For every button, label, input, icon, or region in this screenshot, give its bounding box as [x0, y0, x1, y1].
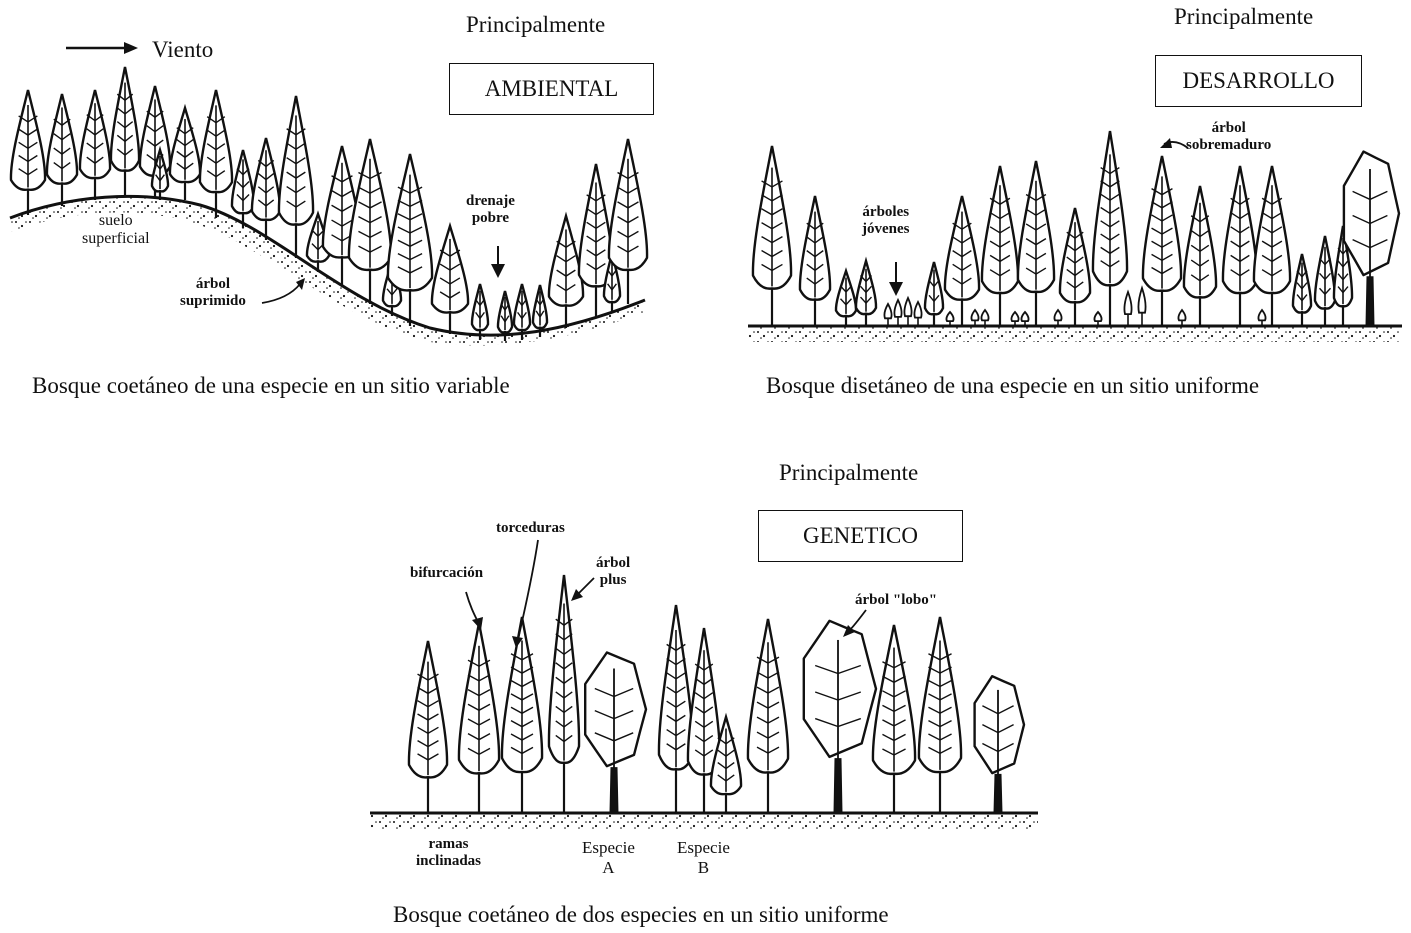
bifurcacion-label: bifurcación	[410, 565, 483, 582]
conifer-tree	[432, 226, 468, 334]
ambiental-heading: Principalmente	[466, 12, 605, 38]
especie-a-label: Especie A	[582, 838, 635, 877]
suelo-superficial-label: suelo superficial	[82, 212, 150, 249]
conifer-tree	[549, 575, 579, 813]
ramas-inclinadas-label: ramas inclinadas	[416, 836, 481, 871]
conifer-tree	[1018, 161, 1054, 326]
genetico-trees	[409, 575, 1024, 813]
arbol-plus-label: árbol plus	[596, 555, 630, 590]
genetico-caption: Bosque coetáneo de dos especies en un si…	[393, 902, 889, 928]
seedling	[1094, 312, 1101, 326]
conifer-tree	[409, 641, 447, 813]
seedling	[1021, 312, 1028, 326]
conifer-tree	[252, 138, 280, 240]
arboles-jovenes-label: árboles jóvenes	[862, 204, 910, 239]
conifer-tree	[349, 139, 391, 304]
conifer-tree	[170, 108, 200, 200]
broadleaf-tree	[585, 653, 646, 814]
conifer-tree	[1223, 166, 1257, 326]
broadleaf-tree	[804, 621, 876, 813]
genetico-ground	[370, 813, 1038, 831]
conifer-tree	[982, 166, 1018, 326]
seedling	[1054, 310, 1061, 326]
conifer-tree	[459, 623, 499, 813]
conifer-tree	[1184, 186, 1216, 326]
conifer-tree	[200, 90, 232, 218]
conifer-tree	[800, 196, 830, 326]
conifer-tree	[873, 625, 915, 813]
conifer-tree	[1143, 156, 1181, 326]
wind-label: Viento	[152, 37, 213, 63]
desarrollo-trees	[753, 131, 1399, 326]
conifer-tree	[836, 271, 856, 326]
conifer-tree	[919, 617, 961, 813]
seedling	[884, 304, 891, 326]
broadleaf-tree	[975, 676, 1024, 813]
desarrollo-ground	[748, 326, 1402, 342]
conifer-tree	[856, 261, 876, 326]
seedling	[904, 298, 911, 326]
seedling	[981, 310, 988, 326]
conifer-tree	[1254, 166, 1290, 326]
conifer-tree	[659, 605, 693, 813]
seedling	[1138, 288, 1145, 326]
seedling	[946, 312, 953, 326]
conifer-tree	[47, 94, 77, 206]
conifer-tree	[1093, 131, 1127, 326]
genetico-factor-box: GENETICO	[758, 510, 963, 562]
conifer-tree	[11, 90, 45, 215]
conifer-tree	[945, 196, 979, 326]
conifer-tree	[925, 262, 943, 326]
genetico-heading: Principalmente	[779, 460, 918, 486]
conifer-tree	[1060, 208, 1090, 326]
arbol-lobo-label: árbol "lobo"	[855, 592, 937, 609]
desarrollo-heading: Principalmente	[1174, 4, 1313, 30]
seedling	[971, 310, 978, 326]
seedling	[914, 302, 921, 326]
arbol-sobremaduro-label: árbol sobremaduro	[1186, 120, 1271, 155]
conifer-tree	[279, 96, 313, 258]
conifer-tree	[753, 146, 791, 326]
conifer-tree	[502, 617, 542, 813]
conifer-tree	[232, 150, 254, 228]
desarrollo-caption: Bosque disetáneo de una especie en un si…	[766, 373, 1259, 399]
ambiental-factor-box: AMBIENTAL	[449, 63, 654, 115]
desarrollo-factor-box: DESARROLLO	[1155, 55, 1362, 107]
ambiental-caption: Bosque coetáneo de una especie en un sit…	[32, 373, 510, 399]
conifer-tree	[111, 67, 139, 197]
wind-arrow	[66, 42, 138, 54]
conifer-tree	[1293, 254, 1311, 326]
drenaje-pobre-label: drenaje pobre	[466, 193, 515, 228]
seedling	[1124, 292, 1131, 326]
torceduras-label: torceduras	[496, 520, 565, 537]
seedling	[894, 300, 901, 326]
conifer-tree	[748, 619, 788, 813]
seedling	[1178, 310, 1185, 326]
conifer-tree	[472, 284, 488, 340]
arbol-suprimido-label: árbol suprimido	[180, 276, 246, 311]
conifer-tree	[80, 90, 110, 200]
conifer-tree	[1315, 236, 1335, 326]
especie-b-label: Especie B	[677, 838, 730, 877]
seedling	[1258, 310, 1265, 326]
seedling	[1011, 312, 1018, 326]
